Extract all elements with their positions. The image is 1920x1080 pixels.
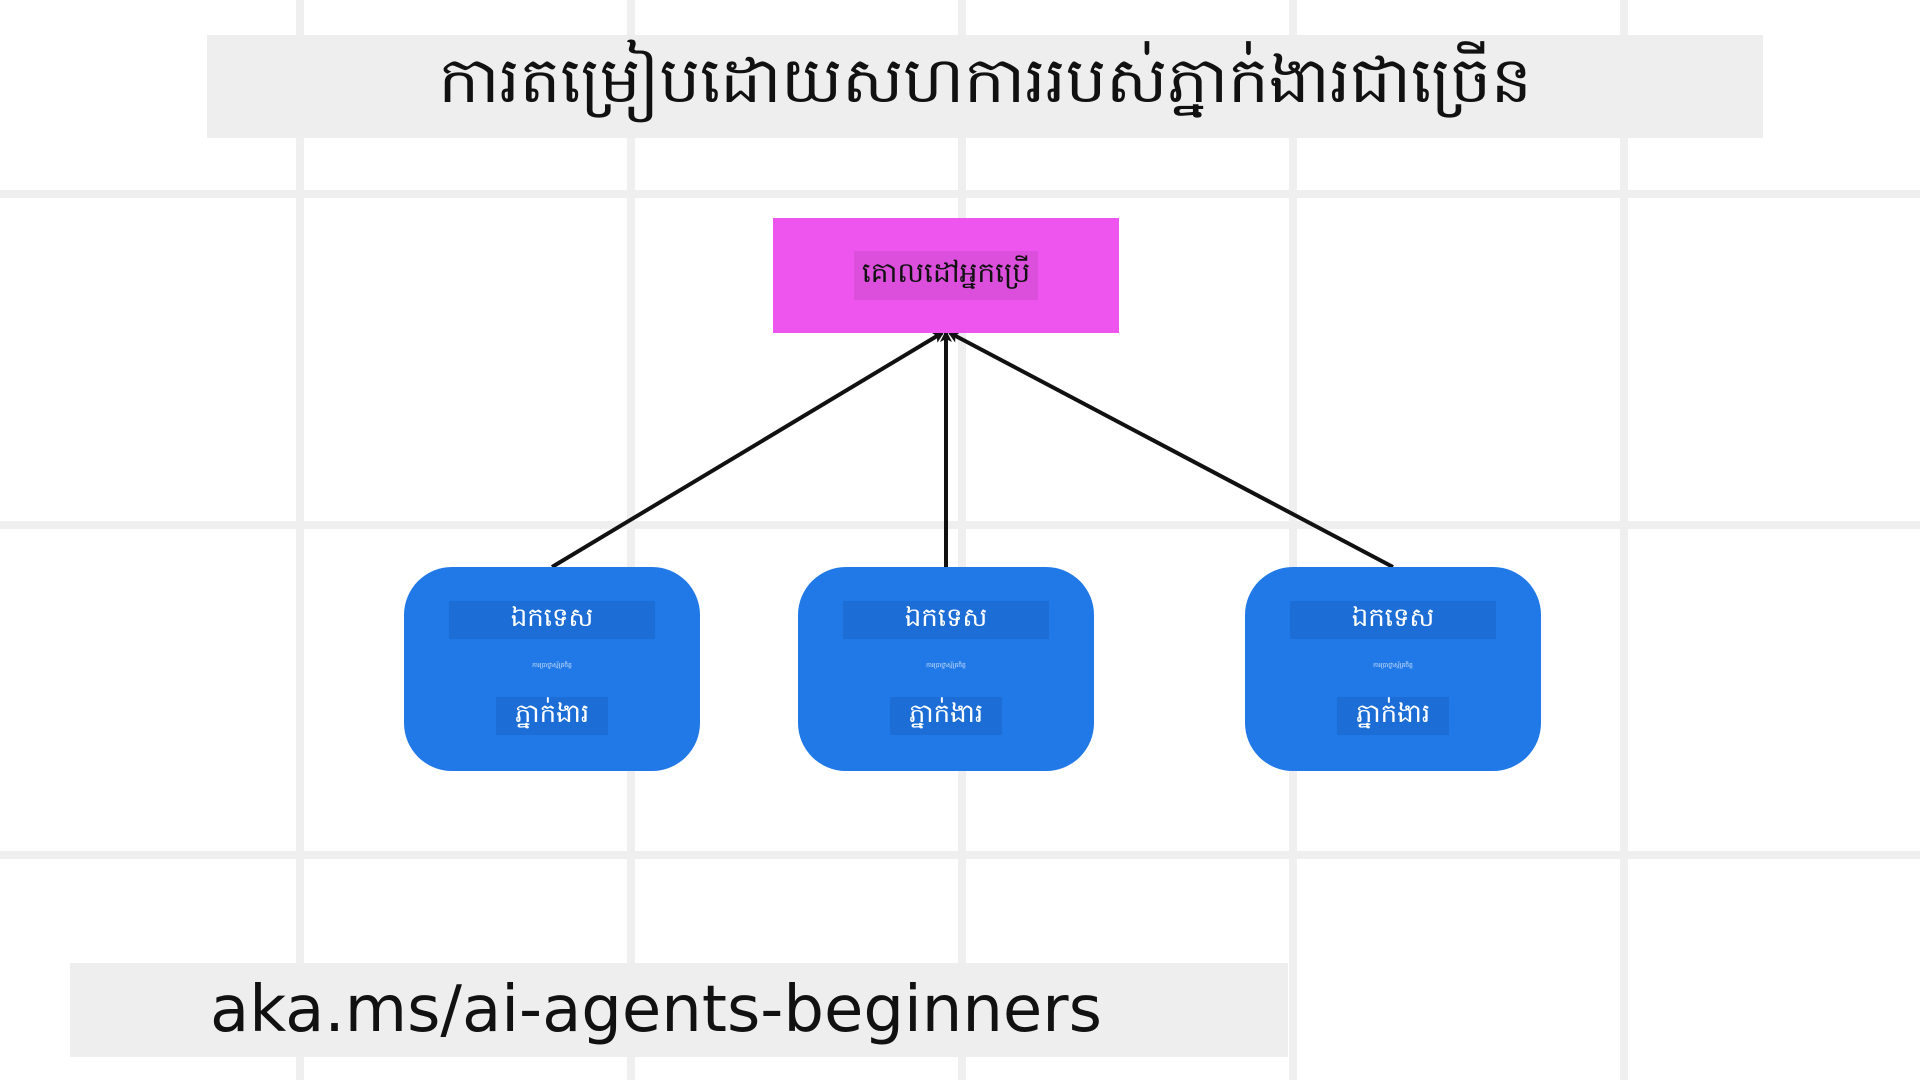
agent-subtitle: ការប្រាថ្នាស្ម័គ្រចិត្ត xyxy=(926,662,966,669)
grid-line-vertical xyxy=(1289,0,1297,1080)
grid-line-horizontal xyxy=(0,851,1920,859)
agent-node-2: ឯកទេស ការប្រាថ្នាស្ម័គ្រចិត្ត ភ្នាក់ងារ xyxy=(798,567,1094,771)
agent-subtitle: ការប្រាថ្នាស្ម័គ្រចិត្ត xyxy=(532,662,572,669)
footer-link[interactable]: aka.ms/ai-agents-beginners xyxy=(210,973,1102,1047)
agent-role: ភ្នាក់ងារ xyxy=(890,697,1002,735)
grid-line-vertical xyxy=(627,0,635,1080)
grid-line-vertical xyxy=(296,0,304,1080)
agent-role: ភ្នាក់ងារ xyxy=(1337,697,1449,735)
grid-line-vertical xyxy=(958,0,966,1080)
agent-title: ឯកទេស xyxy=(1290,601,1496,639)
grid-line-horizontal xyxy=(0,190,1920,198)
footer-banner: aka.ms/ai-agents-beginners xyxy=(70,963,1288,1057)
agent-subtitle: ការប្រាថ្នាស្ម័គ្រចិត្ត xyxy=(1373,662,1413,669)
user-goal-node: គោលដៅអ្នកប្រើ xyxy=(773,218,1119,333)
grid-line-vertical xyxy=(1620,0,1628,1080)
title-banner: ការតម្រៀបដោយសហការរបស់ភ្នាក់ងារជាច្រើន xyxy=(207,35,1763,138)
agent-role: ភ្នាក់ងារ xyxy=(496,697,608,735)
agent-title: ឯកទេស xyxy=(843,601,1049,639)
arrow-agent-1-to-goal xyxy=(550,331,945,569)
agent-node-3: ឯកទេស ការប្រាថ្នាស្ម័គ្រចិត្ត ភ្នាក់ងារ xyxy=(1245,567,1541,771)
agent-title: ឯកទេស xyxy=(449,601,655,639)
agent-node-1: ឯកទេស ការប្រាថ្នាស្ម័គ្រចិត្ត ភ្នាក់ងារ xyxy=(404,567,700,771)
diagram-title: ការតម្រៀបដោយសហការរបស់ភ្នាក់ងារជាច្រើន xyxy=(438,43,1532,118)
arrow-agent-3-to-goal xyxy=(947,331,1394,569)
user-goal-label: គោលដៅអ្នកប្រើ xyxy=(853,251,1039,300)
grid-line-horizontal xyxy=(0,521,1920,529)
